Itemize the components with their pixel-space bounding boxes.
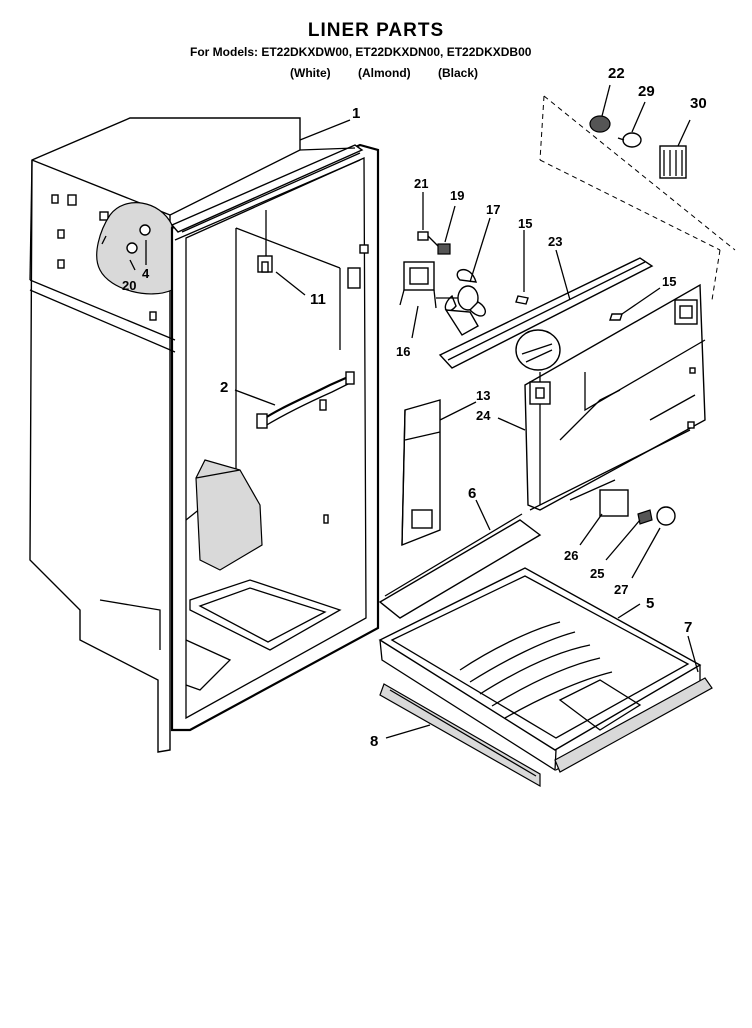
diagram-title: LINER PARTS — [307, 20, 445, 41]
callout-30: 30 — [690, 95, 707, 112]
callout-15a: 15 — [518, 216, 532, 231]
callout-7: 7 — [684, 619, 692, 636]
callout-25: 25 — [590, 566, 604, 581]
callout-24: 24 — [476, 408, 491, 423]
callout-29: 29 — [638, 83, 655, 100]
callout-16: 16 — [396, 344, 410, 359]
cabinet-liner — [29, 117, 380, 753]
callout-17: 17 — [486, 202, 500, 217]
callout-26: 26 — [564, 548, 578, 563]
callout-22: 22 — [608, 65, 625, 82]
callout-15b: 15 — [662, 274, 676, 289]
part-8-drawer-rail — [379, 683, 541, 788]
callout-13: 13 — [476, 388, 490, 403]
callout-8: 8 — [370, 733, 378, 750]
callout-1: 1 — [352, 105, 360, 122]
callout-23: 23 — [548, 234, 562, 249]
fan-motor-assembly — [399, 231, 486, 336]
evaporator-cover — [438, 95, 736, 511]
part-7-drawer-rail — [554, 677, 713, 773]
leader-lines — [129, 84, 699, 739]
color-black-label: (Black) — [438, 66, 479, 80]
color-almond-label: (Almond) — [358, 66, 411, 80]
callout-27: 27 — [614, 582, 628, 597]
callout-19: 19 — [450, 188, 464, 203]
callout-21: 21 — [414, 176, 428, 191]
callout-4: 4 — [142, 266, 150, 281]
model-list: For Models: ET22DKXDW00, ET22DKXDN00, ET… — [190, 45, 532, 59]
part-5-crisper-drawer — [378, 567, 702, 772]
callout-11: 11 — [310, 291, 326, 308]
color-white-label: (White) — [290, 66, 331, 80]
part-13-duct-cover — [401, 399, 441, 547]
callout-20: 20 — [122, 278, 136, 293]
callout-5: 5 — [646, 595, 654, 612]
part-6-crisper-frame — [378, 513, 542, 619]
callout-6: 6 — [468, 485, 476, 502]
callout-2: 2 — [220, 379, 228, 396]
